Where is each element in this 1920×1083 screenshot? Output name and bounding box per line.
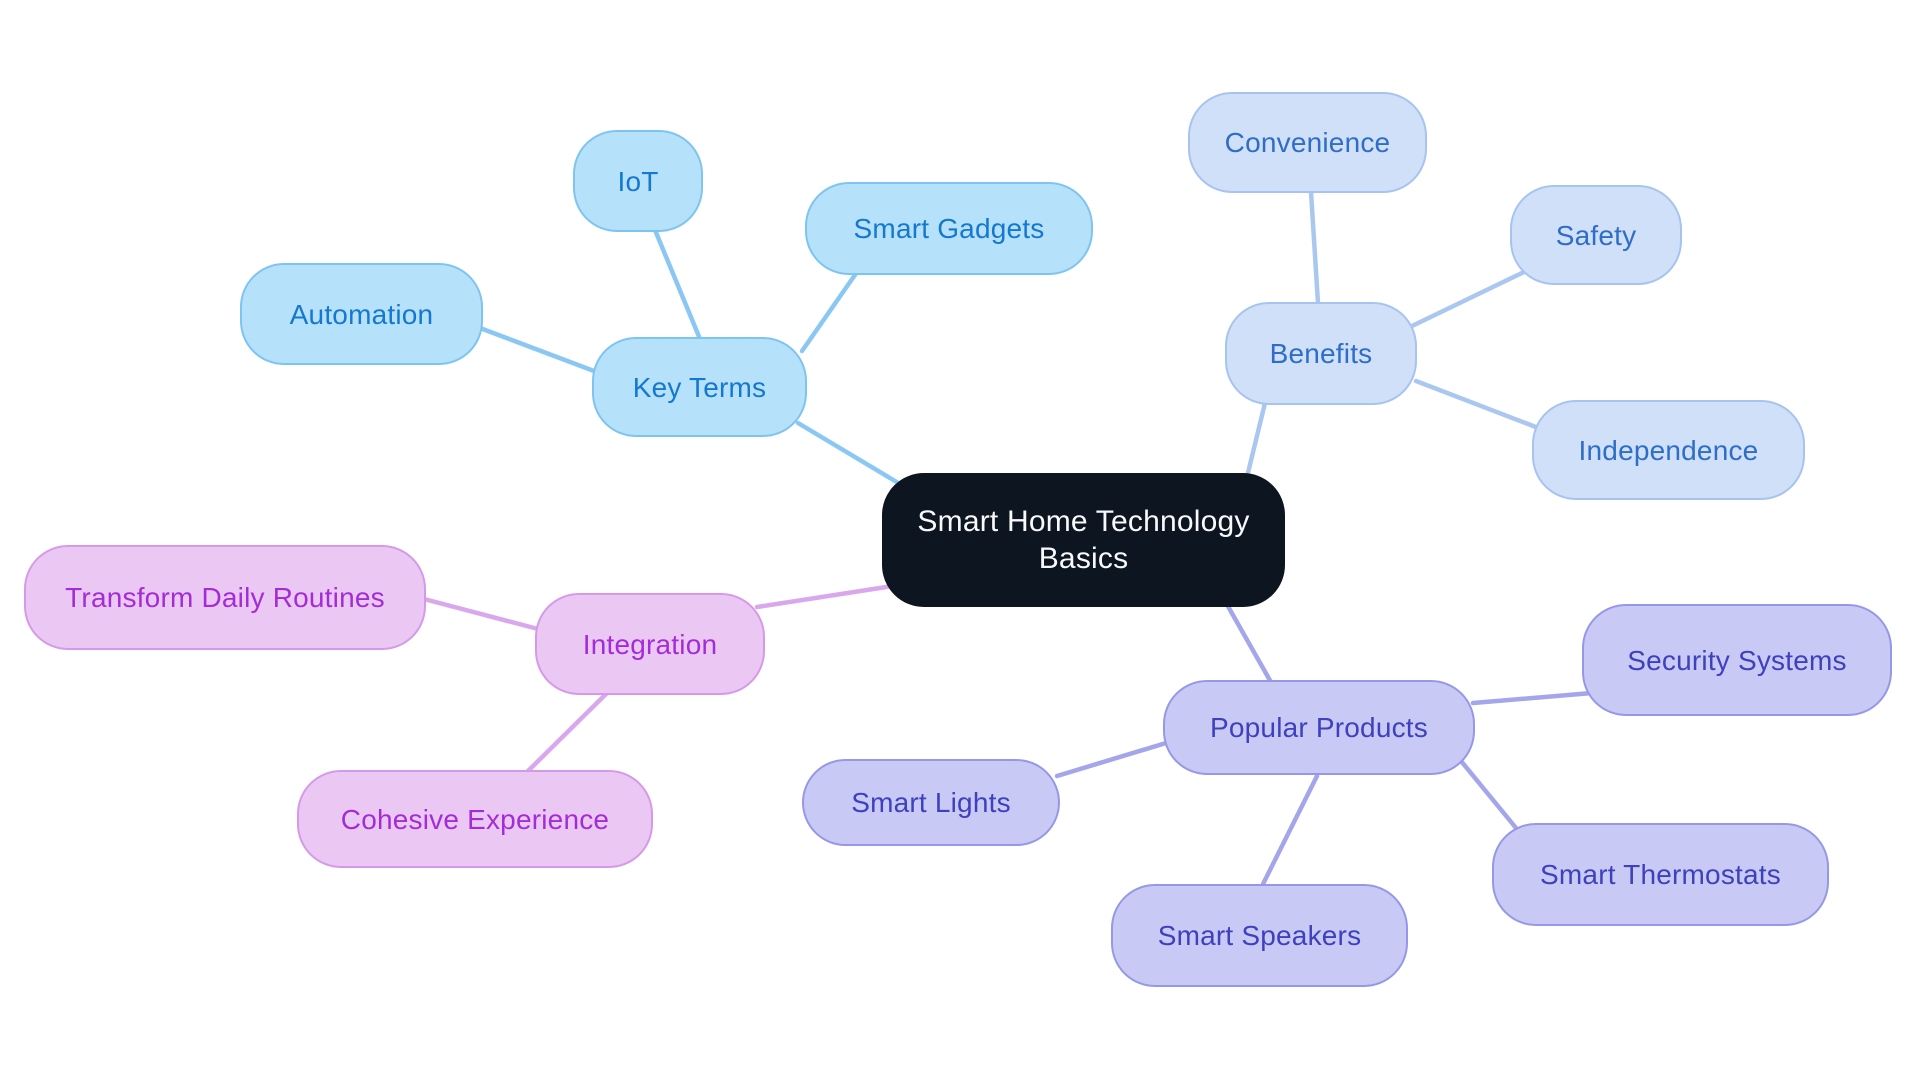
node-label: Popular Products <box>1210 712 1428 743</box>
node-benefits[interactable]: Benefits <box>1225 302 1417 405</box>
node-label: Benefits <box>1269 338 1373 369</box>
edge-integration-transform-daily-routines <box>421 596 541 632</box>
edge-popular-products-smart-speakers <box>1260 773 1320 887</box>
node-smart-thermostats[interactable]: Smart Thermostats <box>1492 823 1829 926</box>
node-convenience[interactable]: Convenience <box>1188 92 1427 193</box>
node-label: Security Systems <box>1627 644 1847 676</box>
edge-popular-products-smart-thermostats <box>1458 758 1519 831</box>
node-label: Smart Lights <box>851 787 1011 818</box>
edge-popular-products-smart-lights <box>1054 740 1169 779</box>
edge-benefits-safety <box>1409 267 1531 329</box>
node-key-terms[interactable]: Key Terms <box>592 337 807 437</box>
edge-center-popular-products <box>1222 598 1275 687</box>
node-label: Key Terms <box>632 371 767 403</box>
node-independence[interactable]: Independence <box>1532 400 1805 500</box>
node-safety[interactable]: Safety <box>1510 185 1682 285</box>
node-smart-gadgets[interactable]: Smart Gadgets <box>805 182 1093 275</box>
edge-center-key-terms <box>795 420 913 493</box>
edge-center-integration <box>754 583 896 610</box>
edge-benefits-convenience <box>1308 189 1321 306</box>
node-label: Smart Home Technology Basics <box>917 504 1250 576</box>
edge-popular-products-security-systems <box>1470 690 1595 706</box>
node-popular-products[interactable]: Popular Products <box>1163 680 1475 775</box>
edge-key-terms-iot <box>652 227 703 342</box>
node-security-systems[interactable]: Security Systems <box>1582 604 1892 716</box>
node-label: IoT <box>617 165 659 197</box>
node-label: Safety <box>1555 219 1637 251</box>
node-transform-daily-routines[interactable]: Transform Daily Routines <box>24 545 426 650</box>
node-smart-lights[interactable]: Smart Lights <box>802 759 1060 846</box>
node-automation[interactable]: Automation <box>240 263 483 365</box>
node-label: Smart Thermostats <box>1540 859 1781 890</box>
node-label: Transform Daily Routines <box>65 582 385 613</box>
node-label: Automation <box>289 298 434 330</box>
edge-integration-cohesive-experience <box>524 690 610 775</box>
node-label: Integration <box>582 628 718 660</box>
edge-center-benefits <box>1244 400 1268 480</box>
node-label: Cohesive Experience <box>340 803 610 835</box>
edge-key-terms-automation <box>477 325 597 374</box>
node-center[interactable]: Smart Home Technology Basics <box>882 473 1285 607</box>
node-label: Smart Speakers <box>1157 920 1362 951</box>
node-label: Convenience <box>1224 127 1391 158</box>
node-iot[interactable]: IoT <box>573 130 703 232</box>
edge-benefits-independence <box>1413 378 1544 432</box>
node-cohesive-experience[interactable]: Cohesive Experience <box>297 770 653 868</box>
node-label: Smart Gadgets <box>853 213 1045 244</box>
node-label: Independence <box>1578 434 1759 466</box>
node-integration[interactable]: Integration <box>535 593 765 695</box>
edge-key-terms-smart-gadgets <box>799 269 860 354</box>
node-smart-speakers[interactable]: Smart Speakers <box>1111 884 1408 987</box>
